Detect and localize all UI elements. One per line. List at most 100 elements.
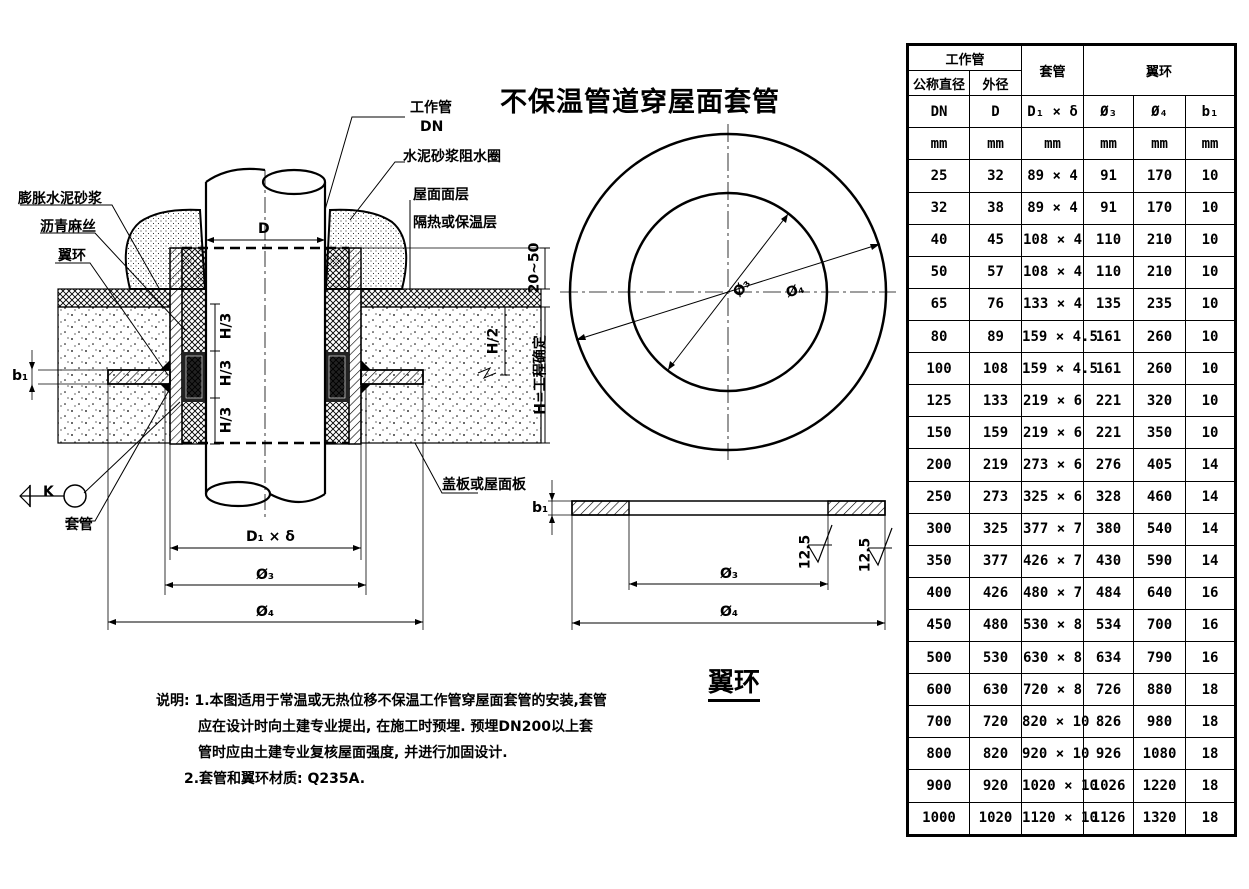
label-phi3-section: Ø₃: [256, 567, 275, 583]
table-header-row-2: 公称直径 外径: [907, 70, 1236, 97]
header-work-pipe: 工作管: [906, 43, 1023, 72]
table-cell: 1080: [1133, 737, 1187, 771]
label-k: K: [43, 484, 54, 500]
label-cover-plate: 盖板或屋面板: [442, 477, 526, 493]
label-phi4-section: Ø₄: [256, 604, 275, 620]
table-cell: 500: [907, 641, 970, 675]
table-cell: 219 × 6: [1021, 416, 1085, 450]
table-cell: 534: [1083, 608, 1135, 643]
table-cell: 480: [968, 608, 1023, 643]
spec-table: 工作管 套管 翼环 公称直径 外径 DN D D₁ × δ Ø₃ Ø₄ b₁ m…: [906, 43, 1238, 837]
header-outer: 外径: [968, 70, 1023, 97]
roughness-symbol-1: [807, 524, 833, 564]
table-cell: 161: [1083, 319, 1135, 354]
table-cell: 250: [907, 480, 970, 514]
table-cell: 170: [1133, 159, 1187, 193]
table-cell: 980: [1133, 705, 1187, 739]
table-cell: 640: [1133, 576, 1187, 610]
table-cell: 800: [907, 737, 970, 771]
label-h-2050: 20~50: [526, 242, 543, 294]
table-cell: 32: [907, 191, 970, 225]
table-cell: 1020 × 10: [1021, 769, 1098, 803]
table-cell: 1026: [1083, 769, 1135, 803]
table-cell: 10: [1185, 191, 1237, 225]
table-cell: 630: [968, 673, 1023, 707]
table-cell: 45: [968, 223, 1023, 257]
table-cell: 276: [1083, 448, 1135, 482]
table-cell: 1126: [1083, 801, 1135, 837]
label-asphalt: 沥青麻丝: [40, 219, 96, 235]
table-cell: 25: [907, 159, 970, 193]
table-cell: 10: [1185, 255, 1237, 289]
note-line-1: 说明: 1.本图适用于常温或无热位移不保温工作管穿屋面套管的安装,套管: [156, 693, 607, 709]
table-cell: 720: [968, 705, 1023, 739]
asphalt-fill-right: [324, 247, 350, 445]
col-phi4: Ø₄: [1133, 95, 1187, 129]
table-cell: 219 × 6: [1021, 384, 1085, 418]
label-phi4-ring: Ø₄: [720, 604, 739, 620]
table-cell: 38: [968, 191, 1023, 225]
table-cell: 14: [1185, 480, 1237, 514]
table-cell: 125: [907, 384, 970, 418]
table-cell: 210: [1133, 223, 1187, 257]
table-cell: 700: [1133, 608, 1187, 643]
table-cell: 89 × 4: [1021, 159, 1085, 193]
table-unit-row: mm mm mm mm mm mm: [907, 127, 1237, 161]
table-cell: 600: [907, 673, 970, 707]
label-h2: H/2: [485, 327, 502, 355]
table-cell: 221: [1083, 416, 1135, 450]
table-cell: 273 × 6: [1021, 448, 1085, 482]
table-cell: 377 × 7: [1021, 512, 1085, 546]
table-cell: 159: [968, 416, 1023, 450]
label-dn: DN: [420, 119, 444, 135]
table-cell: 720 × 8: [1021, 673, 1085, 707]
table-cell: 634: [1083, 641, 1135, 675]
table-cell: 10: [1185, 223, 1237, 257]
table-cell: 400: [907, 576, 970, 610]
label-sleeve: 套管: [65, 517, 93, 533]
sleeve-wall-left: [169, 247, 183, 445]
table-cell: 235: [1133, 287, 1187, 321]
table-cell: 18: [1185, 769, 1237, 803]
col-d1: D₁ × δ: [1021, 95, 1085, 129]
table-cell: 135: [1083, 287, 1135, 321]
table-cell: 18: [1185, 737, 1237, 771]
col-dn: DN: [907, 95, 970, 129]
table-cell: 484: [1083, 576, 1135, 610]
table-cell: 14: [1185, 448, 1237, 482]
table-cell: 325: [968, 512, 1023, 546]
table-cell: 170: [1133, 191, 1187, 225]
table-cell: 10: [1185, 159, 1237, 193]
label-h3-2: H/3: [218, 359, 235, 387]
roughness-symbol-2: [867, 527, 893, 567]
note-line-2: 应在设计时向土建专业提出, 在施工时预埋. 预埋DN200以上套: [198, 719, 593, 735]
table-cell: 100: [907, 352, 970, 386]
label-work-pipe: 工作管: [410, 100, 452, 116]
table-cell: 350: [1133, 416, 1187, 450]
table-cell: 820 × 10: [1021, 705, 1089, 739]
table-cell: 426: [968, 576, 1023, 610]
label-b1-ring: b₁: [532, 500, 549, 516]
table-cell: 300: [907, 512, 970, 546]
table-cell: 460: [1133, 480, 1187, 514]
note-line-4: 2.套管和翼环材质: Q235A.: [184, 771, 366, 787]
table-cell: 57: [968, 255, 1023, 289]
table-cell: 32: [968, 159, 1023, 193]
table-cell: 210: [1133, 255, 1187, 289]
table-cell: 76: [968, 287, 1023, 321]
table-cell: 325 × 6: [1021, 480, 1085, 514]
table-cell: 430: [1083, 544, 1135, 578]
table-cell: 405: [1133, 448, 1187, 482]
